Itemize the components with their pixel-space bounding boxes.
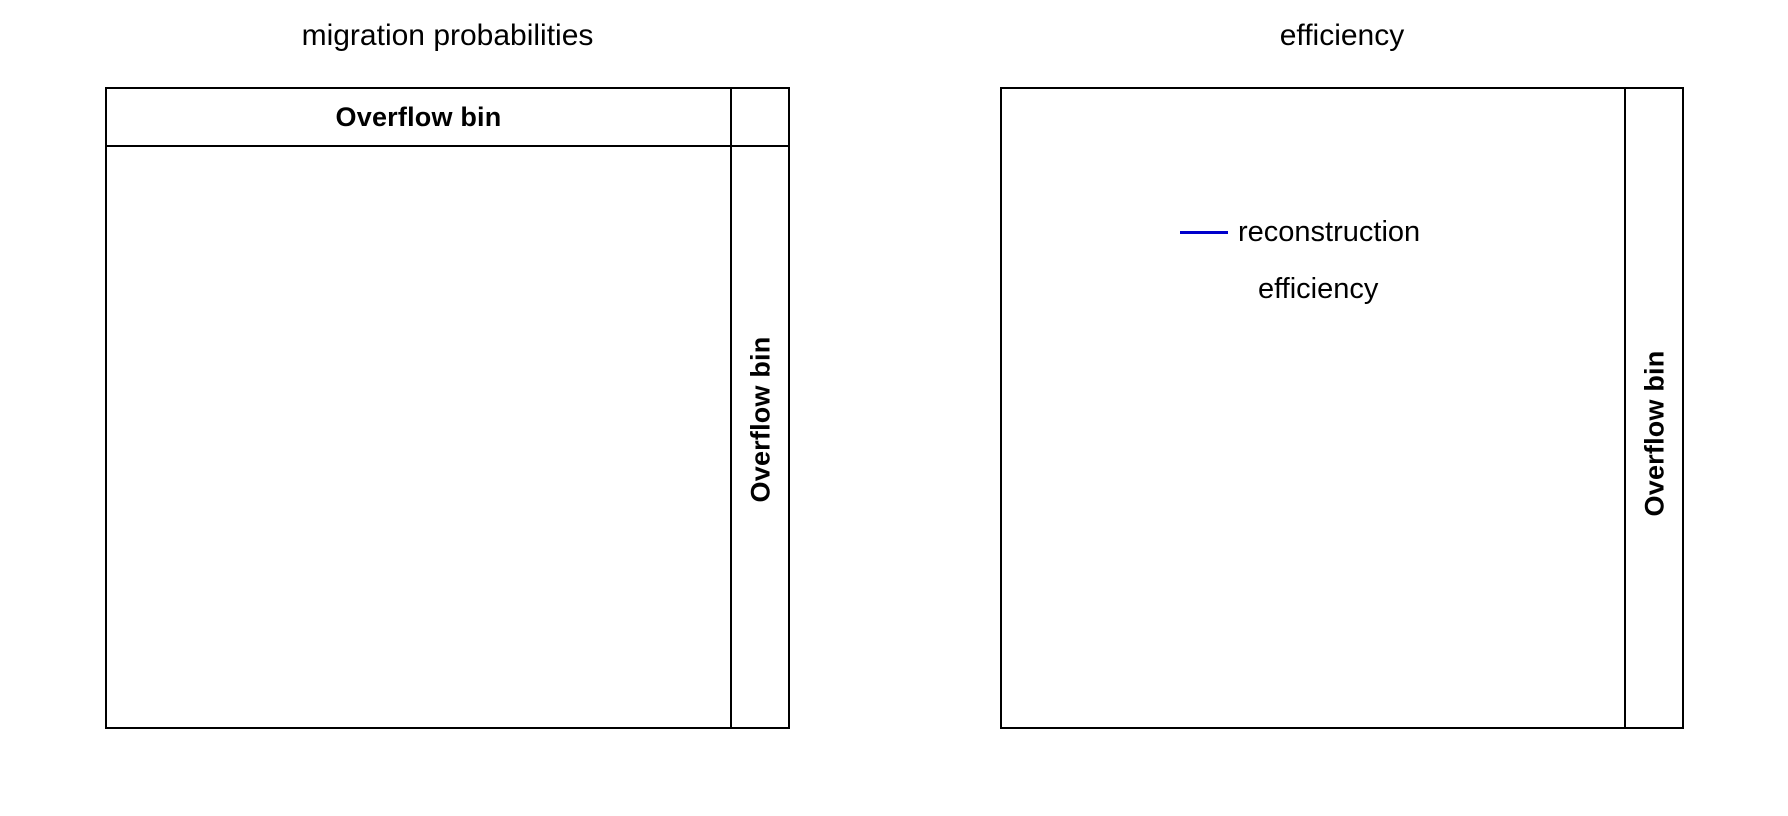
legend-line-swatch-icon (1180, 230, 1228, 234)
left-panel-header-row: Overflow bin (107, 89, 730, 147)
left-overflow-bin-header-label: Overflow bin (335, 101, 502, 132)
left-panel-title: migration probabilities (301, 19, 594, 52)
legend-entry-label-line2: efficiency (1258, 273, 1379, 305)
efficiency-legend[interactable]: reconstruction efficiency (1180, 217, 1480, 304)
right-panel-title: efficiency (1279, 19, 1405, 52)
left-overflow-bin-vertical-label: Overflow bin (745, 336, 776, 502)
legend-entry-reconstruction-efficiency[interactable]: reconstruction (1180, 217, 1480, 247)
left-overflow-bin-column-strip[interactable]: Overflow bin (730, 89, 790, 727)
efficiency-plot-frame[interactable]: reconstruction efficiency Overflow bin (1000, 87, 1684, 729)
left-strip-header-divider (730, 145, 790, 147)
migration-probabilities-plot-frame[interactable]: Overflow bin Overflow bin (105, 87, 790, 729)
right-overflow-bin-column-strip[interactable]: Overflow bin (1624, 89, 1684, 727)
right-overflow-bin-vertical-label: Overflow bin (1639, 350, 1670, 516)
legend-entry-label-line1: reconstruction (1238, 215, 1421, 248)
